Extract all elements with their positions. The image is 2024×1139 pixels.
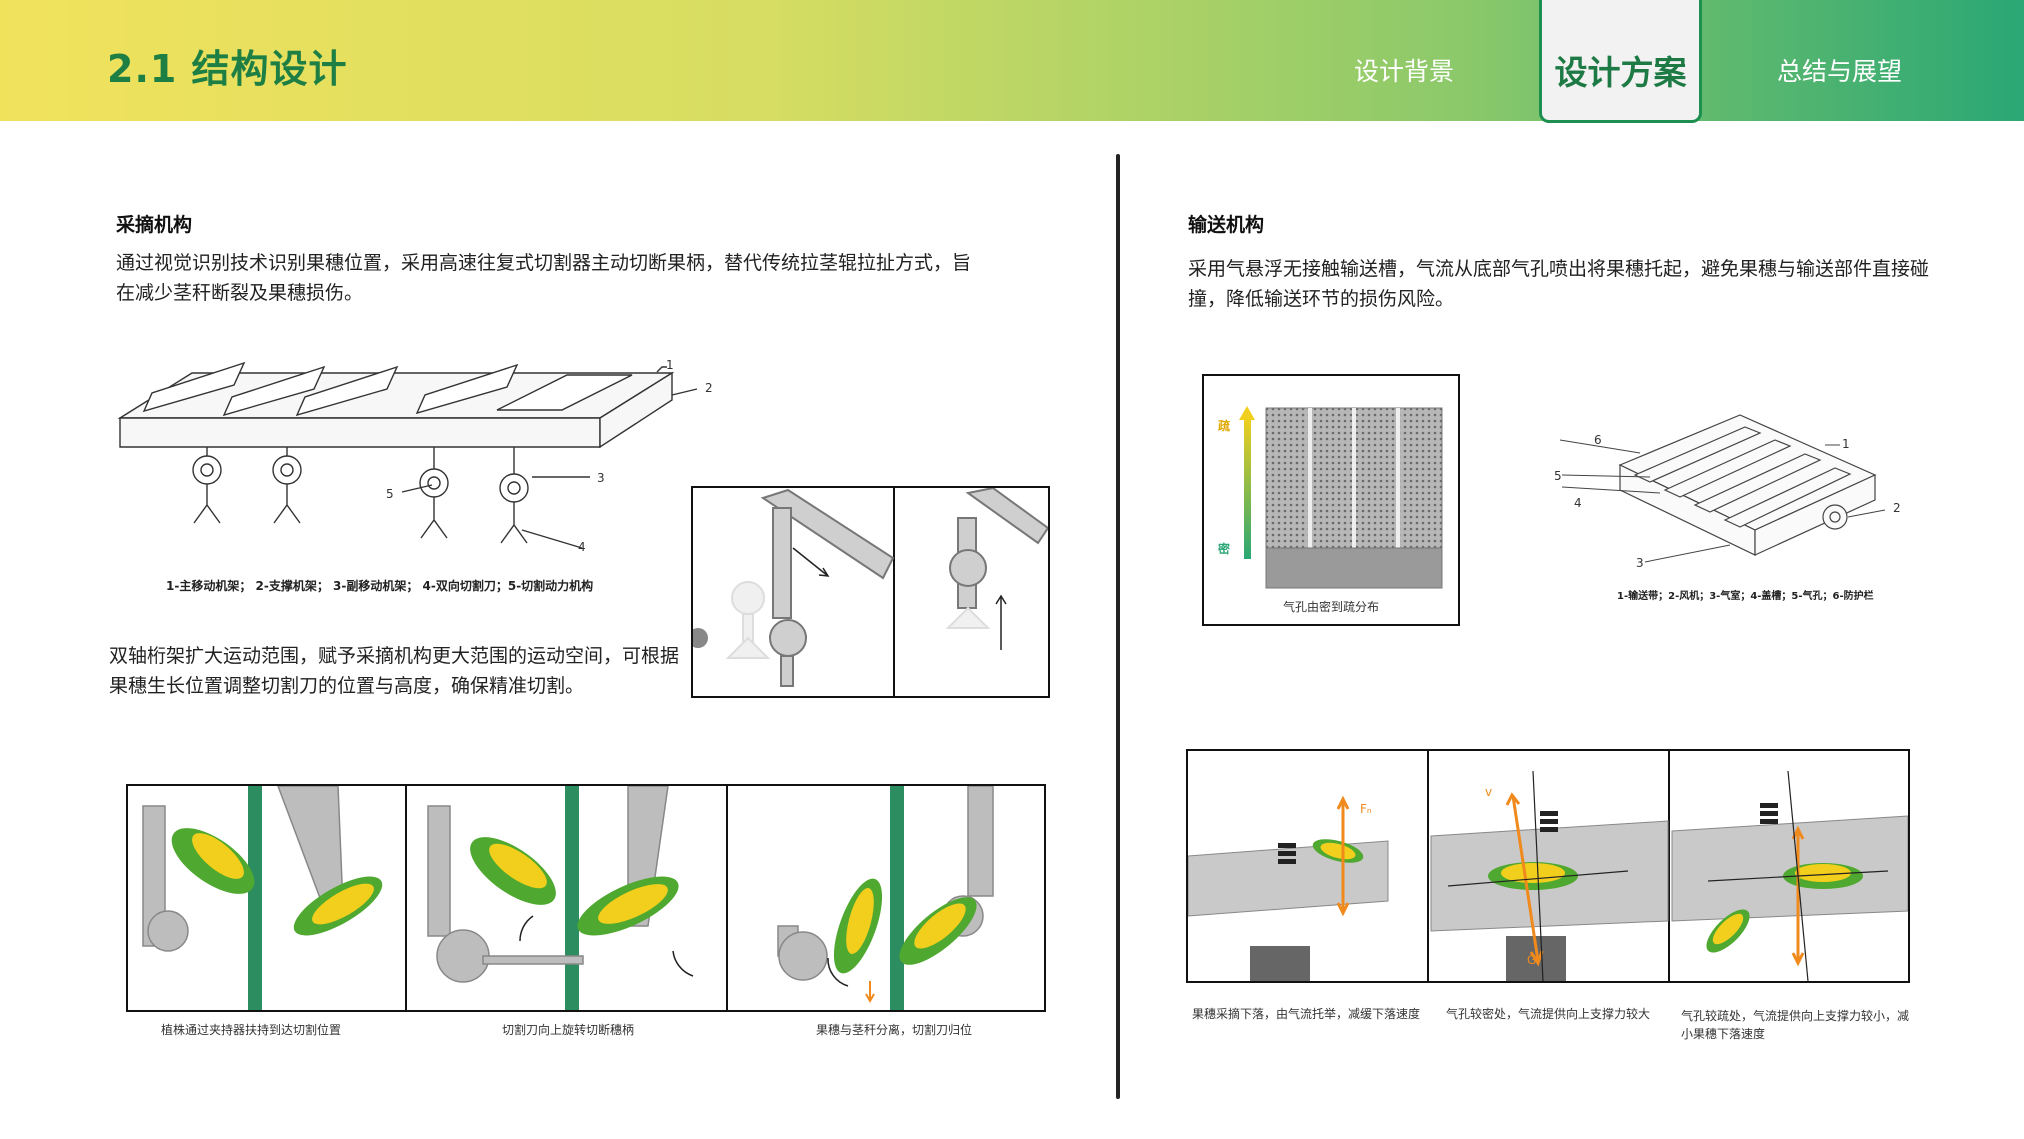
cutter-render-panels <box>691 486 1050 698</box>
trough-callout-2: 2 <box>1893 501 1901 515</box>
step-1-caption: 植株通过夹持器扶持到达切割位置 <box>161 1023 342 1037</box>
trough-callout-1: 1 <box>1842 437 1850 451</box>
step-3-caption: 果穗与茎秆分离，切割刀归位 <box>816 1023 973 1037</box>
range-description-text: 双轴桁架扩大运动范围，赋予采摘机构更大范围的运动空间，可根据果穗生长位置调整切割… <box>109 645 680 697</box>
callout-3: 3 <box>597 471 605 485</box>
hole-distribution-caption: 气孔由密到疏分布 <box>1283 600 1380 614</box>
callout-4: 4 <box>578 540 586 554</box>
sparse-label: 疏 <box>1218 419 1231 433</box>
force-caption-1: 果穗采摘下落，由气流托举，减缓下落速度 <box>1192 1007 1421 1021</box>
picking-steps-panels <box>126 784 1046 1012</box>
trough-callout-4: 4 <box>1574 496 1582 510</box>
callout-2: 2 <box>705 381 713 395</box>
hole-distribution-figure <box>1202 374 1460 626</box>
step-2-caption: 切割刀向上旋转切断穗柄 <box>502 1023 635 1037</box>
trough-callout-5: 5 <box>1554 469 1562 483</box>
picking-intro-text: 通过视觉识别技术识别果穗位置，采用高速往复式切割器主动切断果柄，替代传统拉茎辊拉… <box>116 252 972 304</box>
gravity-label: G <box>1527 953 1537 967</box>
page-title: 2.1 结构设计 <box>107 47 348 91</box>
tab-summary-outlook[interactable]: 总结与展望 <box>1777 57 1903 86</box>
trough-callout-6: 6 <box>1594 433 1602 447</box>
trough-legend: 1-输送带；2-风机；3-气室；4-盖槽；5-气孔；6-防护栏 <box>1617 591 1874 602</box>
trough-callout-3: 3 <box>1636 556 1644 570</box>
lift-force-label: Fₙ <box>1360 802 1372 816</box>
force-analysis-panels <box>1186 749 1910 983</box>
callout-5: 5 <box>386 487 394 501</box>
conveying-intro-text: 采用气悬浮无接触输送槽，气流从底部气孔喷出将果穗托起，避免果穗与输送部件直接碰撞… <box>1188 258 1930 310</box>
dense-label: 密 <box>1218 542 1231 556</box>
velocity-label: v <box>1485 785 1493 799</box>
column-divider <box>1116 154 1120 1099</box>
callout-1: 1 <box>666 358 674 372</box>
force-caption-2: 气孔较密处，气流提供向上支撑力较大 <box>1446 1007 1651 1021</box>
tab-design-plan[interactable]: 设计方案 <box>1539 0 1702 123</box>
force-caption-3: 气孔较疏处，气流提供向上支撑力较小，减小果穗下落速度 <box>1681 1009 1910 1041</box>
conveying-mechanism-heading: 输送机构 <box>1188 214 1265 236</box>
air-trough-diagram <box>1540 405 1910 585</box>
frame-legend: 1-主移动机架； 2-支撑机架； 3-副移动机架； 4-双向切割刀；5-切割动力… <box>166 579 594 593</box>
picking-mechanism-heading: 采摘机构 <box>116 214 193 236</box>
picking-frame-diagram <box>112 355 732 560</box>
tab-design-background[interactable]: 设计背景 <box>1354 57 1455 86</box>
